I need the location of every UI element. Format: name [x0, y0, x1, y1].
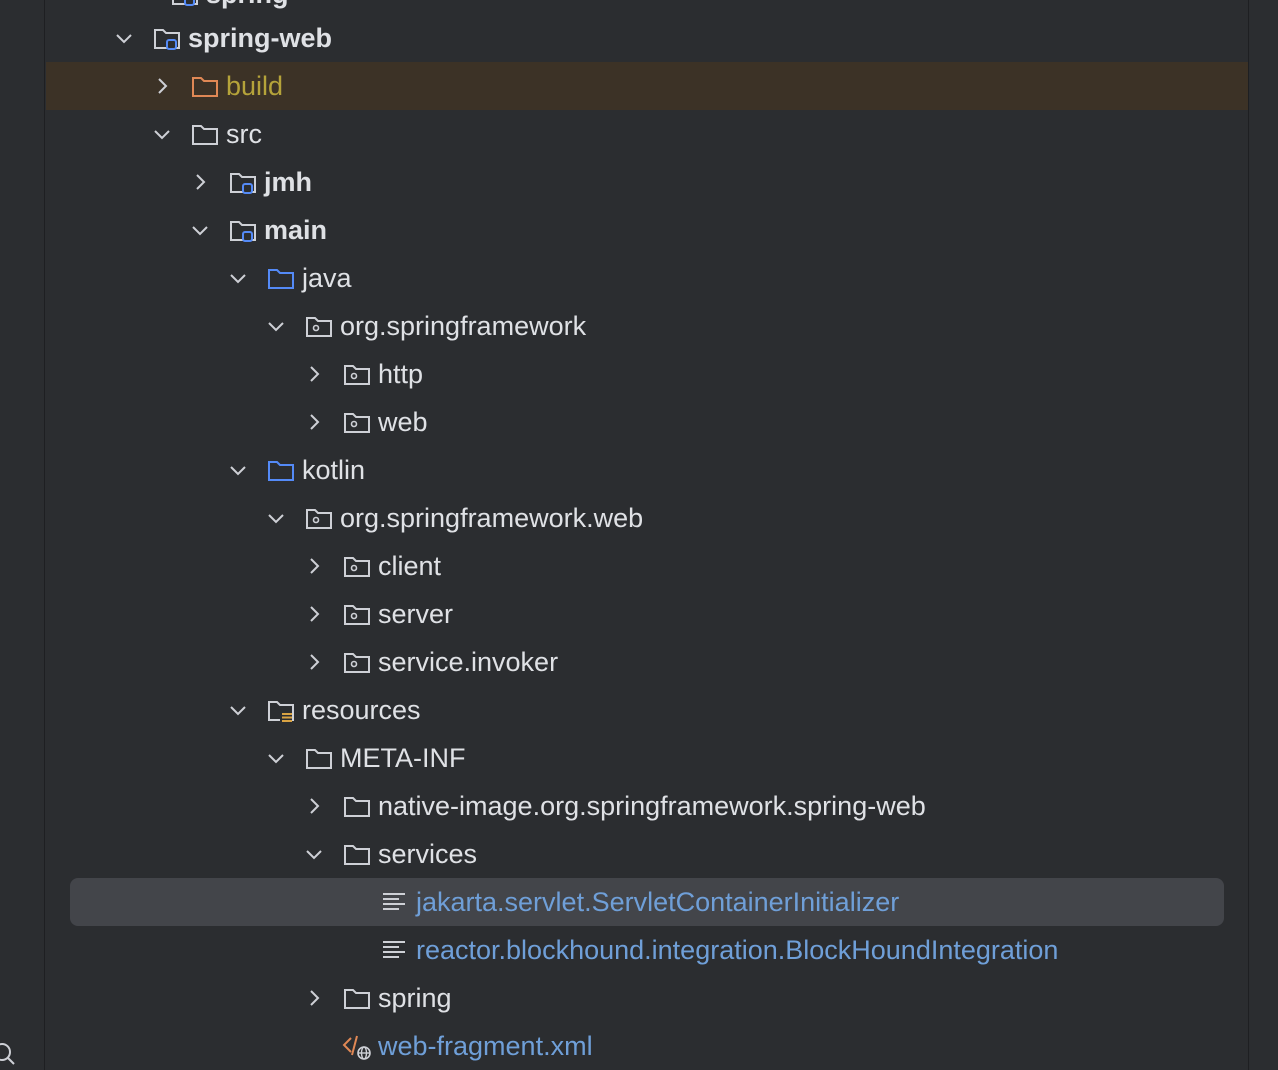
tree-row-main[interactable]: main	[46, 206, 1248, 254]
tree-row-jmh[interactable]: jmh	[46, 158, 1248, 206]
tree-row-label: server	[378, 599, 454, 629]
tree-row-label: spring	[378, 983, 452, 1013]
chevron-down-icon[interactable]	[266, 508, 286, 528]
tree-row-service-invoker[interactable]: service.invoker	[46, 638, 1248, 686]
tree-row-label: org.springframework.web	[340, 503, 644, 533]
chevron-right-icon[interactable]	[304, 988, 324, 1008]
tree-row-label: native-image.org.springframework.spring-…	[378, 791, 926, 821]
package-icon	[344, 365, 370, 385]
folder-icon	[306, 749, 332, 769]
tree-row-http[interactable]: http	[46, 350, 1248, 398]
text-file-icon	[383, 941, 405, 958]
tree-row-client[interactable]: client	[46, 542, 1248, 590]
tree-row-web-fragment-xml[interactable]: web-fragment.xml	[46, 1022, 1248, 1070]
package-icon	[306, 509, 332, 529]
tree-row-org-springframework[interactable]: org.springframework	[46, 302, 1248, 350]
tree-row-label: jakarta.servlet.ServletContainerInitiali…	[416, 887, 900, 917]
tree-row-kotlin[interactable]: kotlin	[46, 446, 1248, 494]
tree-row-spring[interactable]: spring	[46, 974, 1248, 1022]
chevron-down-icon[interactable]	[266, 316, 286, 336]
tree-row-label: org.springframework	[340, 311, 587, 341]
folder-icon	[192, 125, 218, 145]
resources-folder-icon	[268, 701, 294, 722]
folder-icon	[344, 797, 370, 817]
chevron-down-icon[interactable]	[190, 220, 210, 240]
chevron-down-icon[interactable]	[228, 268, 248, 288]
module-folder-icon	[154, 29, 180, 50]
project-tree: spring- spring-web build src jmh	[46, 0, 1248, 1070]
package-icon	[344, 605, 370, 625]
xml-file-icon	[342, 1035, 371, 1060]
chevron-right-icon[interactable]	[304, 412, 324, 432]
chevron-down-icon[interactable]	[152, 124, 172, 144]
tree-row-meta-inf[interactable]: META-INF	[46, 734, 1248, 782]
tree-row-web[interactable]: web	[46, 398, 1248, 446]
tree-row-label: META-INF	[340, 743, 466, 773]
chevron-right-icon[interactable]	[152, 76, 172, 96]
tree-row-spring-web[interactable]: spring-web	[46, 14, 1248, 62]
tree-row-label: web	[378, 407, 428, 437]
chevron-down-icon[interactable]	[228, 700, 248, 720]
tree-row-jakarta-servlet-file[interactable]: jakarta.servlet.ServletContainerInitiali…	[46, 878, 1248, 926]
chevron-right-icon[interactable]	[304, 652, 324, 672]
package-icon	[306, 317, 332, 337]
chevron-right-icon[interactable]	[304, 364, 324, 384]
chevron-down-icon[interactable]	[266, 748, 286, 768]
tree-row-label: client	[378, 551, 442, 581]
chevron-down-icon[interactable]	[228, 460, 248, 480]
tree-row-label: build	[226, 71, 284, 101]
chevron-right-icon[interactable]	[304, 556, 324, 576]
tree-row-label: resources	[302, 695, 421, 725]
tree-row-services[interactable]: services	[46, 830, 1248, 878]
tree-row-reactor-blockhound-file[interactable]: reactor.blockhound.integration.BlockHoun…	[46, 926, 1248, 974]
chevron-right-icon[interactable]	[304, 796, 324, 816]
tree-row-label: kotlin	[302, 455, 366, 485]
tree-row-label: services	[378, 839, 478, 869]
source-folder-icon	[268, 269, 294, 289]
tree-row-partial[interactable]: spring-	[46, 0, 1248, 18]
tree-row-label: service.invoker	[378, 647, 559, 677]
tree-row-label: src	[226, 119, 262, 149]
chevron-right-icon[interactable]	[190, 172, 210, 192]
folder-icon	[344, 989, 370, 1009]
tree-row-label: web-fragment.xml	[378, 1031, 593, 1061]
chevron-right-icon[interactable]	[304, 604, 324, 624]
tree-row-build[interactable]: build	[46, 62, 1248, 110]
package-icon	[344, 557, 370, 577]
tree-row-server[interactable]: server	[46, 590, 1248, 638]
text-file-icon	[383, 893, 405, 910]
chevron-down-icon[interactable]	[114, 28, 134, 48]
folder-icon	[344, 845, 370, 865]
tree-row-java[interactable]: java	[46, 254, 1248, 302]
left-tool-gutter	[0, 0, 45, 1070]
chevron-down-icon[interactable]	[304, 844, 324, 864]
module-folder-icon	[230, 221, 256, 242]
module-folder-icon	[230, 173, 256, 194]
tree-row-label: java	[302, 263, 352, 293]
source-folder-icon	[268, 461, 294, 481]
search-icon[interactable]	[0, 1040, 18, 1066]
tree-row-label: spring-web	[188, 23, 333, 53]
tree-row-label: jmh	[264, 167, 313, 197]
tree-row-resources[interactable]: resources	[46, 686, 1248, 734]
package-icon	[344, 653, 370, 673]
tree-row-label: spring-	[206, 0, 298, 18]
excluded-folder-icon	[192, 77, 218, 97]
right-tool-strip	[1248, 0, 1278, 1070]
module-folder-icon	[172, 0, 198, 6]
tree-row-label: reactor.blockhound.integration.BlockHoun…	[416, 935, 1059, 965]
tree-row-native-image[interactable]: native-image.org.springframework.spring-…	[46, 782, 1248, 830]
package-icon	[344, 413, 370, 433]
tree-row-label: http	[378, 359, 424, 389]
tree-row-src[interactable]: src	[46, 110, 1248, 158]
tree-row-org-springframework-web[interactable]: org.springframework.web	[46, 494, 1248, 542]
tree-row-label: main	[264, 215, 328, 245]
